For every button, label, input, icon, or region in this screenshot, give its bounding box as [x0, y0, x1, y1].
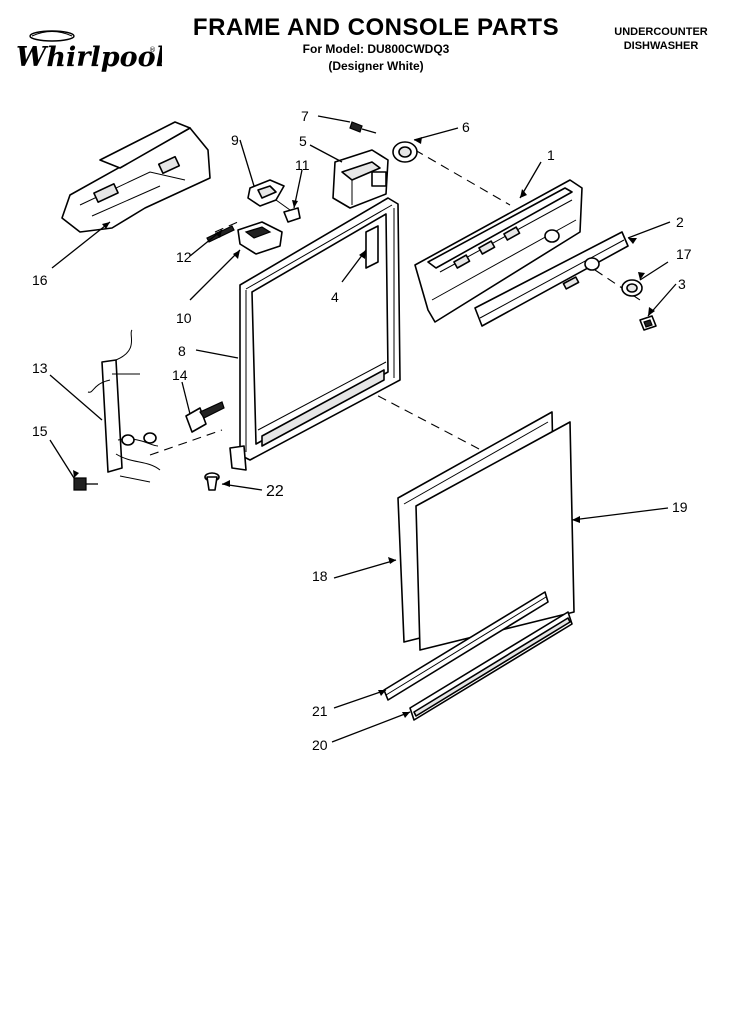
- callout-2: 2: [676, 214, 684, 230]
- assembly-line: [414, 149, 511, 206]
- part-switch-block: [332, 149, 389, 209]
- svg-text:®: ®: [149, 46, 156, 54]
- part-plug: [204, 472, 220, 491]
- callout-13: 13: [32, 360, 48, 376]
- assembly-line: [149, 429, 223, 456]
- assembly-line: [214, 221, 239, 233]
- appliance-type-line1: UNDERCOUNTER: [614, 26, 708, 38]
- part-console-overlay: [474, 231, 629, 327]
- part-cam-knob: [392, 141, 418, 163]
- callout-20: 20: [312, 737, 328, 753]
- callout-5: 5: [299, 133, 307, 149]
- callout-19: 19: [672, 499, 688, 515]
- callout-8: 8: [178, 343, 186, 359]
- callout-9: 9: [231, 132, 239, 148]
- callout-6: 6: [462, 119, 470, 135]
- page-title: FRAME AND CONSOLE PARTS: [192, 14, 560, 41]
- callout-3: 3: [678, 276, 686, 292]
- callout-15: 15: [32, 423, 48, 439]
- svg-text:Whirlpool: Whirlpool: [16, 42, 162, 73]
- whirlpool-logo: Whirlpool ®: [16, 30, 162, 73]
- callout-7: 7: [301, 108, 309, 124]
- callout-16: 16: [32, 272, 48, 288]
- callout-10: 10: [176, 310, 192, 326]
- callout-4: 4: [331, 289, 339, 305]
- part-door-switch: [185, 401, 225, 433]
- callout-12: 12: [176, 249, 192, 265]
- callout-18: 18: [312, 568, 328, 584]
- part-trim-strip-lower: [409, 611, 573, 721]
- variant-line: (Designer White): [328, 59, 424, 73]
- callout-14: 14: [172, 367, 188, 383]
- leader-lines: [49, 115, 677, 743]
- part-trim-strip-upper: [383, 591, 549, 701]
- part-screw-small: [349, 121, 377, 134]
- appliance-type-line2: DISHWASHER: [623, 40, 699, 52]
- part-console-panel: [414, 179, 583, 323]
- part-control-knob: [621, 279, 643, 297]
- part-latch-assembly: [237, 179, 301, 255]
- callout-21: 21: [312, 703, 328, 719]
- part-wire-harness: [87, 329, 161, 483]
- model-line: For Model: DU800CWDQ3: [302, 42, 450, 56]
- callout-17: 17: [676, 246, 692, 262]
- callout-1: 1: [547, 147, 555, 163]
- part-door-frame: [229, 197, 401, 471]
- part-clip: [639, 315, 657, 331]
- part-door-panel-front: [415, 421, 575, 651]
- callout-11: 11: [295, 157, 310, 173]
- part-screw-long: [73, 477, 98, 491]
- callout-22: 22: [266, 483, 284, 500]
- part-control-housing: [61, 121, 211, 233]
